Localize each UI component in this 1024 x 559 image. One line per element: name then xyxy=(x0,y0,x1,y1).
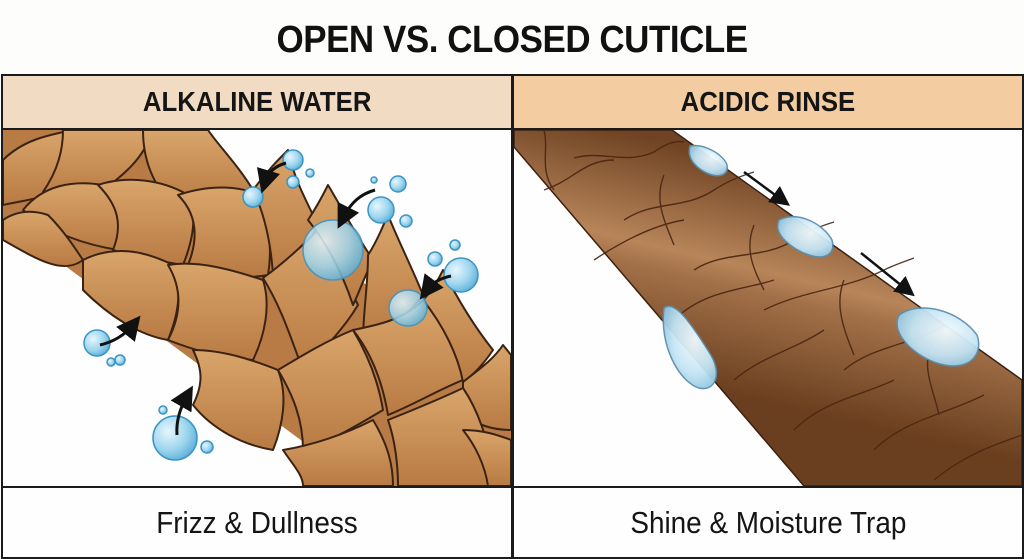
illustration-closed-cuticle xyxy=(514,130,1022,486)
header-label: ALKALINE WATER xyxy=(142,86,372,117)
caption-text: Shine & Moisture Trap xyxy=(629,504,907,540)
hair-open-cuticle-icon xyxy=(3,130,511,486)
header-acidic-rinse: ACIDIC RINSE xyxy=(514,76,1022,130)
illustration-open-cuticle xyxy=(3,130,511,486)
header-alkaline-water: ALKALINE WATER xyxy=(3,76,511,130)
panel-divider xyxy=(511,76,514,557)
title-text: OPEN VS. CLOSED CUTICLE xyxy=(276,18,748,61)
caption-acidic: Shine & Moisture Trap xyxy=(514,488,1022,557)
hair-closed-cuticle-icon xyxy=(514,130,1022,486)
caption-text: Frizz & Dullness xyxy=(156,504,358,540)
comparison-frame: ALKALINE WATER ACIDIC RINSE xyxy=(1,74,1024,559)
page-title: OPEN VS. CLOSED CUTICLE xyxy=(0,0,1024,74)
caption-divider xyxy=(3,486,1022,488)
arrow-icon xyxy=(256,161,287,194)
header-label: ACIDIC RINSE xyxy=(680,86,856,117)
caption-alkaline: Frizz & Dullness xyxy=(3,488,511,557)
